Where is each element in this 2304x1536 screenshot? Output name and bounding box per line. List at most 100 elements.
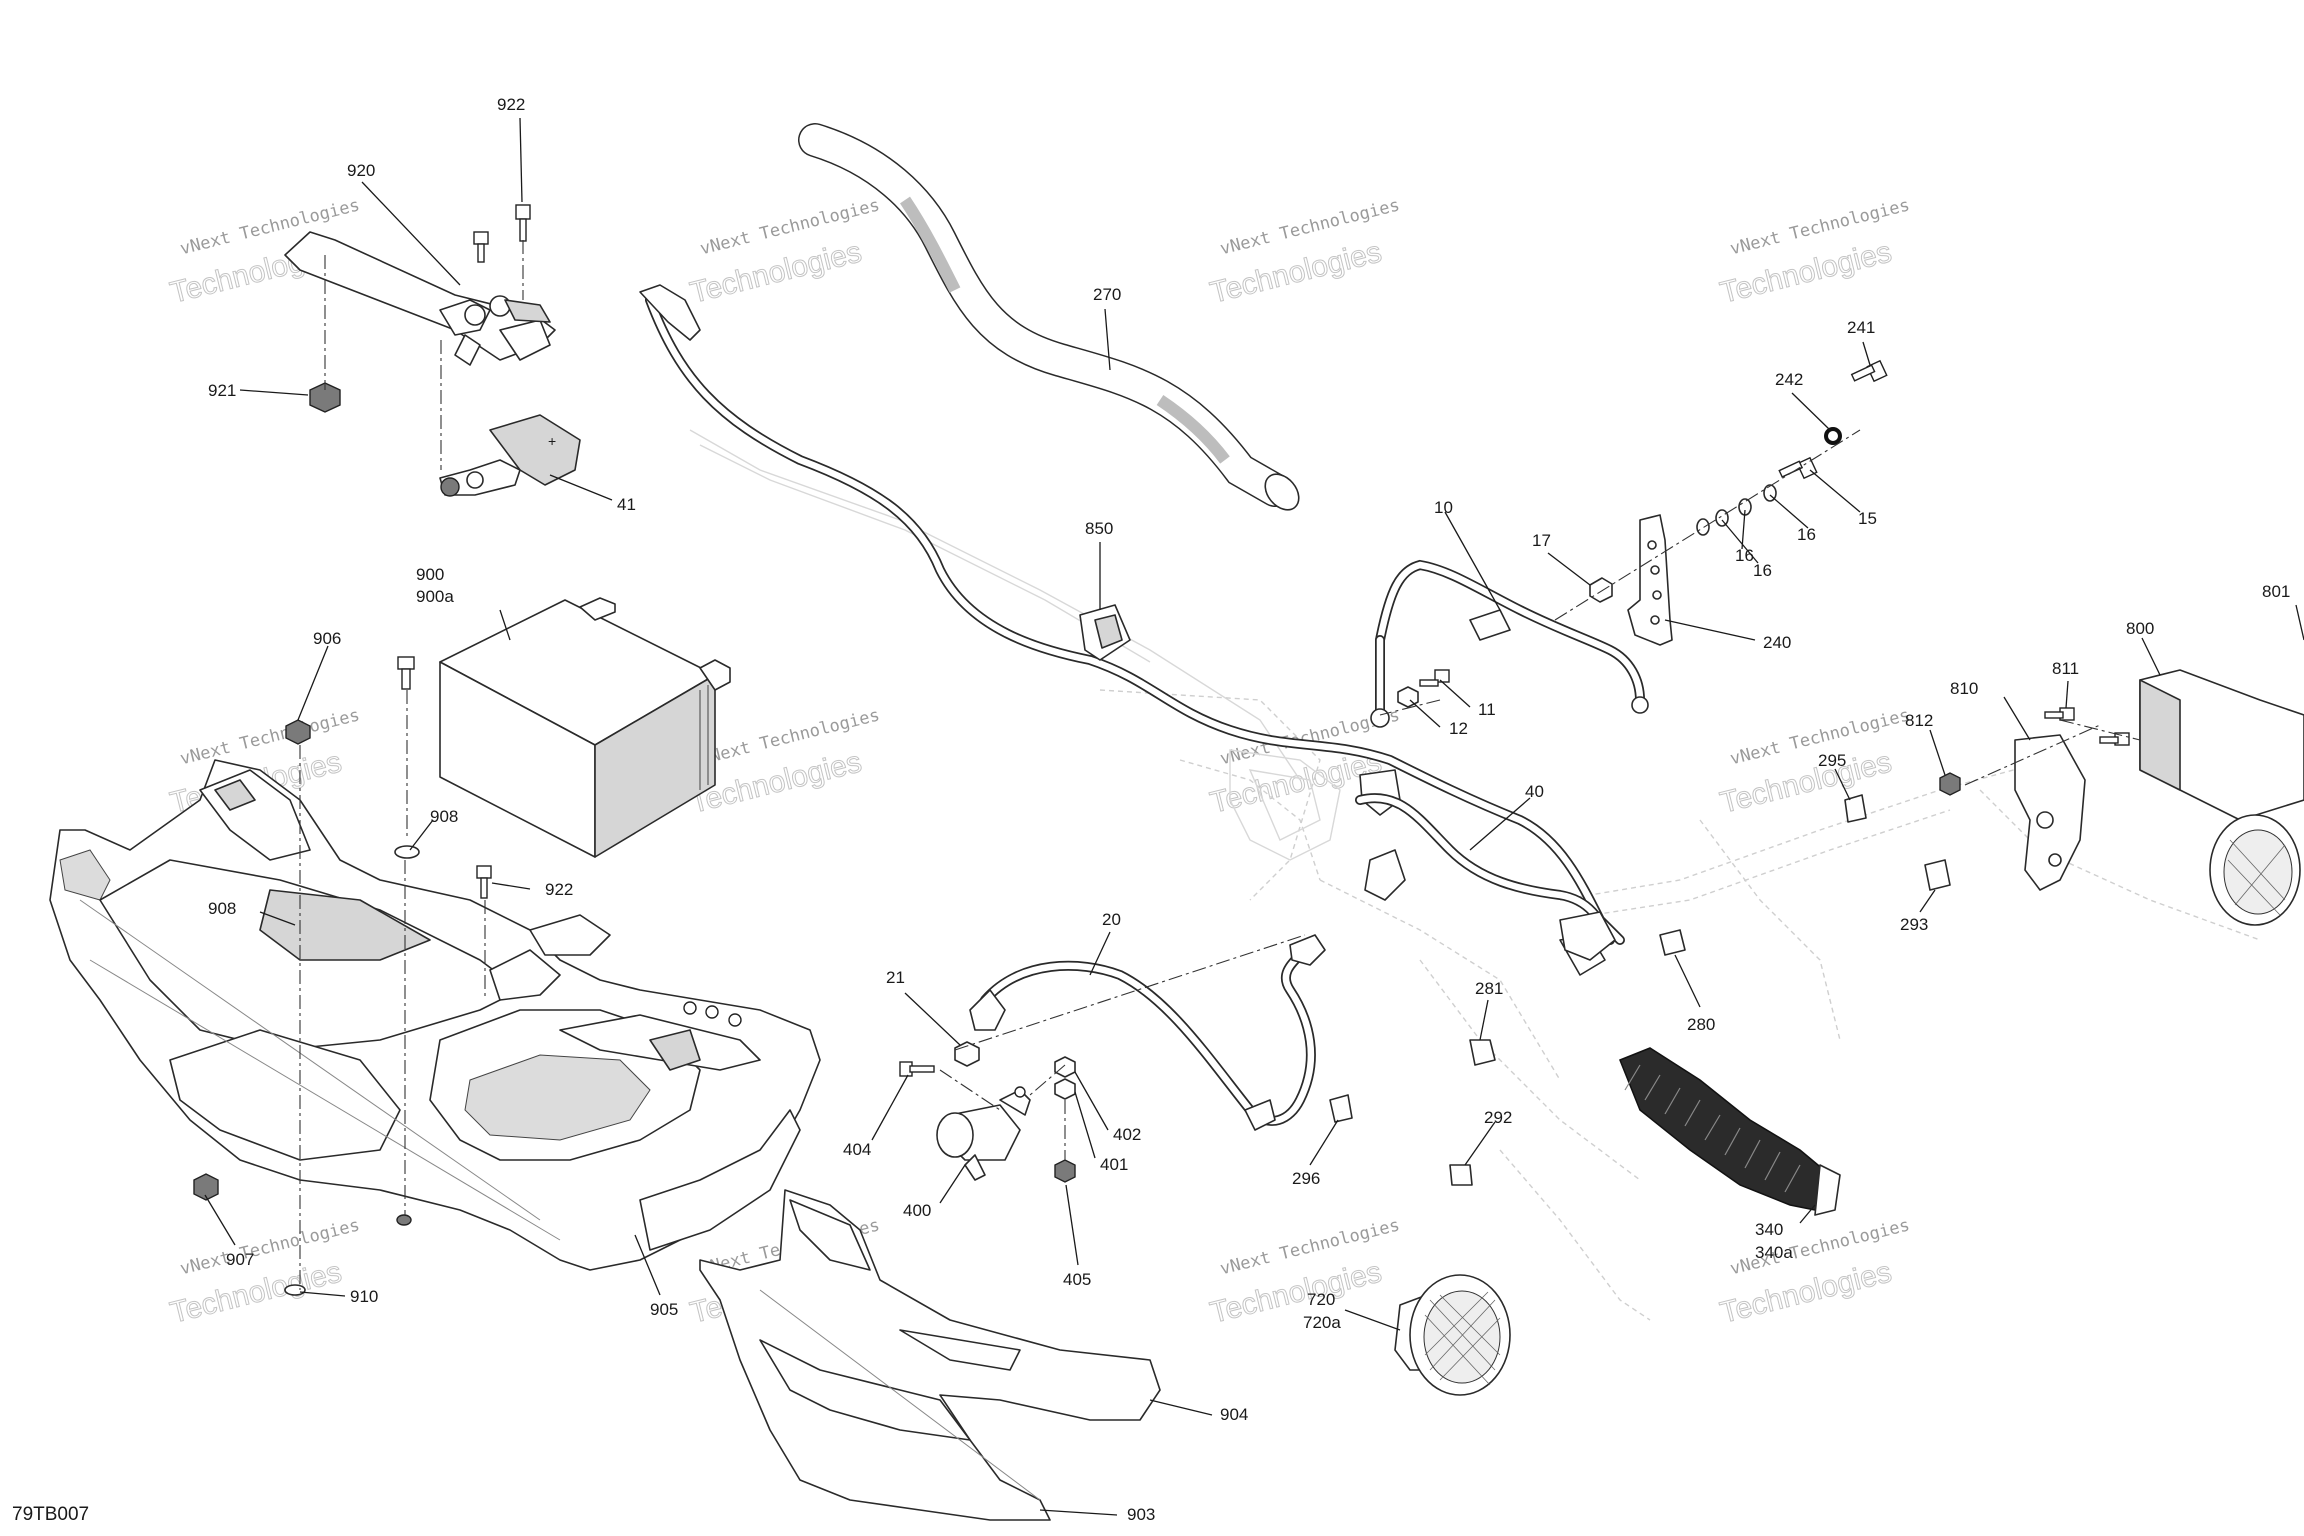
bolt-404 (899, 1061, 935, 1077)
cover-41: + (439, 414, 581, 497)
watermark: Technologies vNext Technologies (1716, 1215, 1911, 1330)
callout-405: 405 (1063, 1270, 1091, 1289)
callout-15: 15 (1858, 509, 1877, 528)
callout-11: 11 (1478, 700, 1496, 719)
callout-340a: 340a (1755, 1243, 1793, 1262)
callout-811: 811 (2052, 659, 2079, 678)
callout-904: 904 (1220, 1405, 1248, 1424)
callout-400: 400 (903, 1201, 931, 1220)
nut-812 (1939, 772, 1961, 796)
callout-812: 812 (1905, 711, 1933, 730)
callout-20: 20 (1102, 910, 1121, 929)
callout-404: 404 (843, 1140, 871, 1159)
washer-910 (284, 1284, 306, 1296)
washers-16 (1696, 484, 1777, 536)
clip-280 (1659, 929, 1686, 956)
callout-910: 910 (350, 1287, 378, 1306)
cable-10 (1370, 559, 1649, 728)
callout-16c: 16 (1753, 561, 1772, 580)
callout-280: 280 (1687, 1015, 1715, 1034)
callout-295: 295 (1818, 751, 1846, 770)
callout-292: 292 (1484, 1108, 1512, 1127)
nut-907 (193, 1173, 219, 1201)
cable-40 (1355, 793, 1616, 961)
callout-17: 17 (1532, 531, 1551, 550)
callout-810: 810 (1950, 679, 1978, 698)
clip-295 (1844, 794, 1867, 823)
callout-720: 720 (1307, 1290, 1335, 1309)
callout-800: 800 (2126, 619, 2154, 638)
clip-293 (1924, 859, 1951, 891)
callout-242: 242 (1775, 370, 1803, 389)
assembly-axes (299, 240, 2141, 1290)
callout-340: 340 (1755, 1220, 1783, 1239)
callout-10: 10 (1434, 498, 1453, 517)
callout-16b: 16 (1735, 546, 1754, 565)
callout-921: 921 (208, 381, 236, 400)
callout-402: 402 (1113, 1125, 1141, 1144)
callout-40: 40 (1525, 782, 1544, 801)
bolt-15 (1778, 456, 1818, 480)
bolt-811 (2044, 707, 2075, 721)
callout-41: 41 (617, 495, 636, 514)
bolt-241 (1850, 359, 1888, 383)
callout-296: 296 (1292, 1169, 1320, 1188)
callout-900: 900 (416, 565, 444, 584)
clip-296 (1329, 1094, 1353, 1123)
harness-850 (639, 284, 1625, 976)
duct-340 (1619, 1047, 1841, 1216)
cable-20 (969, 934, 1326, 1131)
callout-401: 401 (1100, 1155, 1128, 1174)
callout-240: 240 (1763, 633, 1791, 652)
tube-270 (798, 123, 1300, 511)
bolt-922-mid (476, 865, 492, 899)
nuts-402 (1054, 1056, 1076, 1100)
callout-907: 907 (226, 1250, 254, 1269)
leader-lines (204, 117, 2304, 1516)
tray-905 (49, 759, 821, 1271)
callout-900a: 900a (416, 587, 454, 606)
callout-12: 12 (1449, 719, 1468, 738)
bolt-mid (473, 231, 489, 263)
callouts: 922 920 921 41 900 900a 906 908 908 922 … (208, 95, 2290, 1524)
battery-900 (439, 597, 731, 858)
watermark: Technologies vNext Technologies (1716, 195, 1911, 310)
watermark: Technologies vNext Technologies (1716, 705, 1911, 820)
bolt-922-top (515, 204, 531, 242)
washer-908 (394, 845, 420, 859)
diagram-code: 79TB007 (12, 1504, 89, 1525)
callout-903: 903 (1127, 1505, 1155, 1524)
callout-908a: 908 (430, 807, 458, 826)
fan-right (2209, 814, 2301, 926)
bolt-801 (2099, 732, 2130, 746)
callout-850: 850 (1085, 519, 1113, 538)
clip-281 (1469, 1039, 1496, 1066)
solenoid-400 (936, 1086, 1031, 1181)
bracket-810 (2014, 734, 2086, 891)
nut-tray-bottom (396, 1214, 412, 1226)
fan-720 (1394, 1274, 1511, 1396)
callout-241: 241 (1847, 318, 1875, 337)
oring-242 (1824, 427, 1842, 445)
watermark: Technologies vNext Technologies (686, 195, 881, 310)
nut-906 (285, 719, 311, 745)
nut-17 (1589, 577, 1613, 603)
callout-922b: 922 (545, 880, 573, 899)
callout-16a: 16 (1797, 525, 1816, 544)
svg-text:+: + (548, 433, 556, 449)
callout-908b: 908 (208, 899, 236, 918)
bolt-11 (1419, 669, 1450, 687)
bracket-920 (284, 231, 556, 366)
callout-293: 293 (1900, 915, 1928, 934)
watermark: Technologies vNext Technologies (166, 1215, 361, 1330)
callout-720a: 720a (1303, 1313, 1341, 1332)
bolt-906 (397, 656, 415, 690)
panel-904 (699, 1189, 1161, 1521)
callout-270: 270 (1093, 285, 1121, 304)
callout-21: 21 (886, 968, 905, 987)
nut-405 (1054, 1159, 1076, 1183)
module-800 (2139, 669, 2304, 821)
callout-281: 281 (1475, 979, 1503, 998)
callout-922a: 922 (497, 95, 525, 114)
